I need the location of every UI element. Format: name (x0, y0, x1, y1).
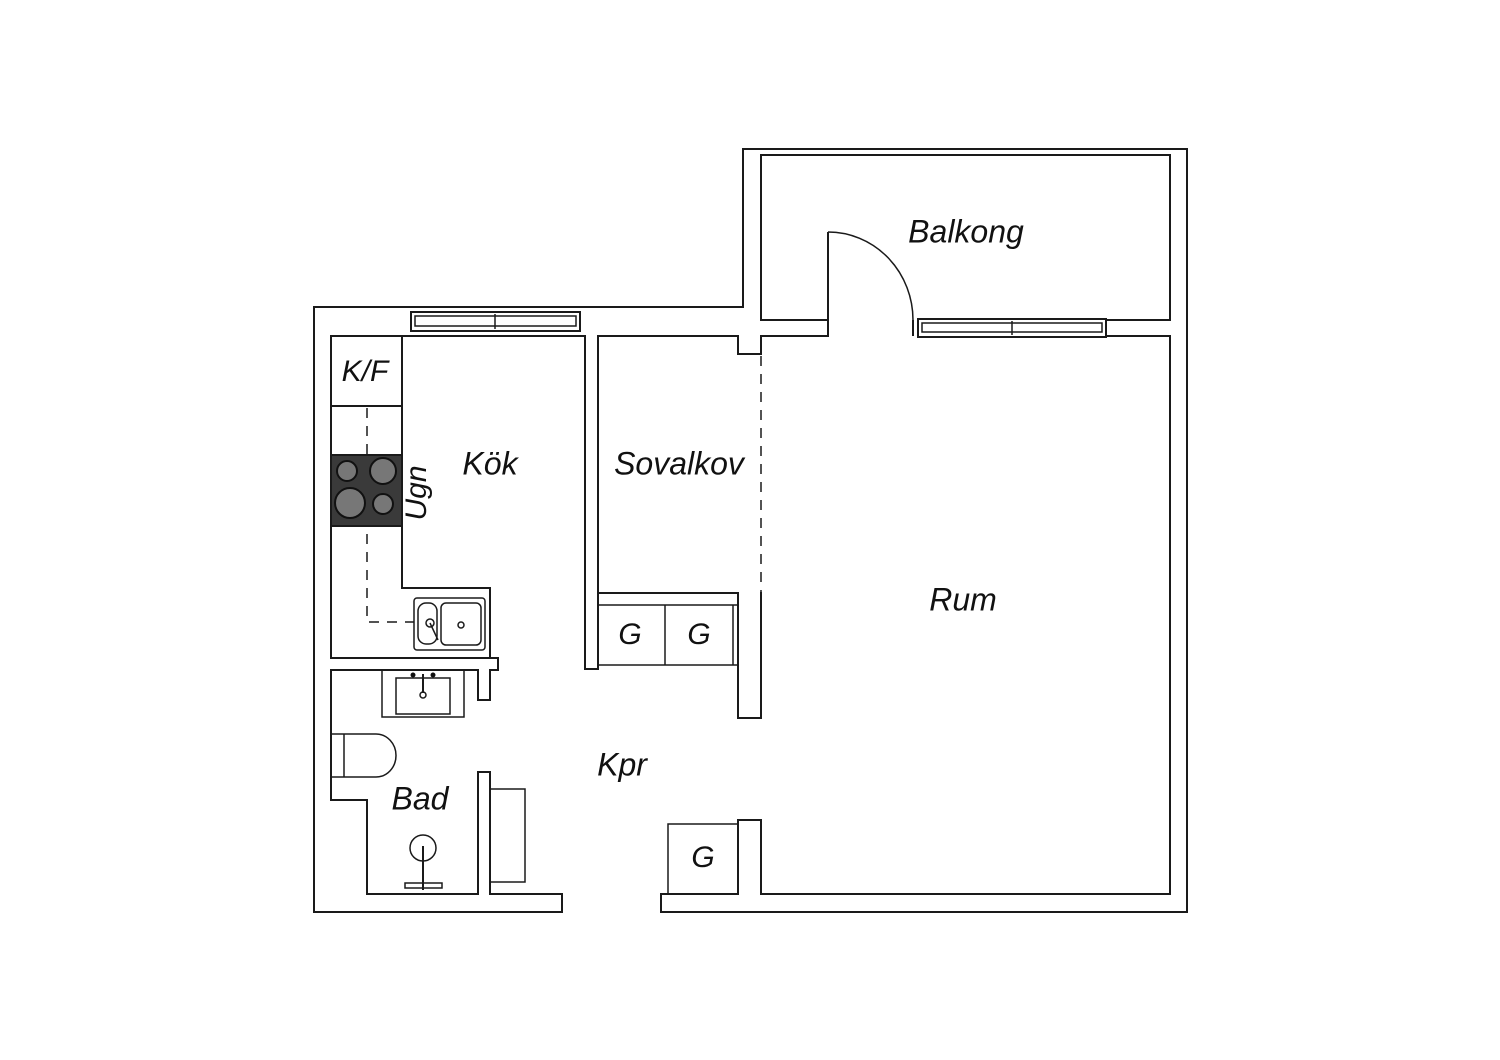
pillar-wall (737, 592, 762, 719)
hall-closet (667, 823, 739, 895)
fridge-freezer-label: K/F (342, 355, 390, 388)
room-label-hallway: Kpr (597, 746, 648, 782)
toilet-icon (331, 733, 397, 778)
bathroom-sink-icon (381, 669, 465, 718)
room-label-balcony: Balkong (908, 213, 1024, 249)
shower-icon (404, 834, 443, 890)
stove-icon (330, 454, 403, 527)
kitchen-sink-icon (413, 597, 486, 651)
oven-label: Ugn (400, 465, 433, 520)
closet-label-1: G (618, 618, 641, 651)
kitchen-window (410, 311, 581, 332)
balcony-window (917, 318, 1107, 338)
room-label-bathroom: Bad (392, 780, 450, 816)
closet-label-2: G (687, 618, 710, 651)
room-label-rum: Rum (929, 581, 997, 617)
room-label-kitchen: Kök (462, 445, 519, 481)
room-label-sovalkov: Sovalkov (614, 445, 746, 481)
closet-row (597, 604, 739, 666)
hall-wardrobe (489, 788, 526, 883)
closet-label-3: G (691, 841, 714, 874)
balcony-floor (760, 154, 1171, 321)
balcony-door (827, 231, 917, 337)
